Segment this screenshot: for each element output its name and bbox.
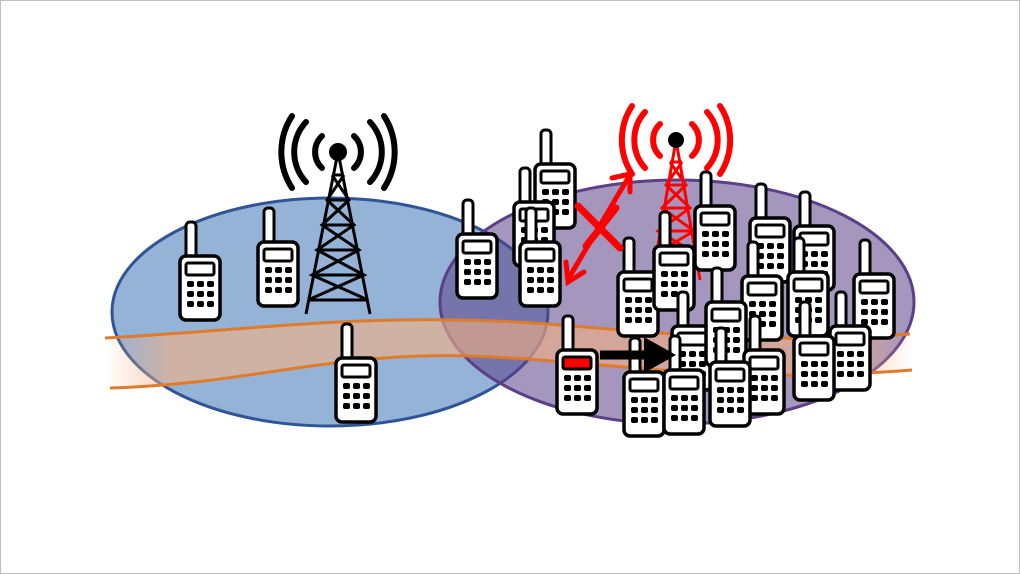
radio-tower-icon: [278, 113, 398, 315]
walkie-talkie-icon: [455, 198, 499, 300]
arrow-right-icon: [600, 337, 676, 373]
crossed-arrow-icon: [563, 170, 633, 287]
radio-tower-icon: [618, 103, 734, 281]
